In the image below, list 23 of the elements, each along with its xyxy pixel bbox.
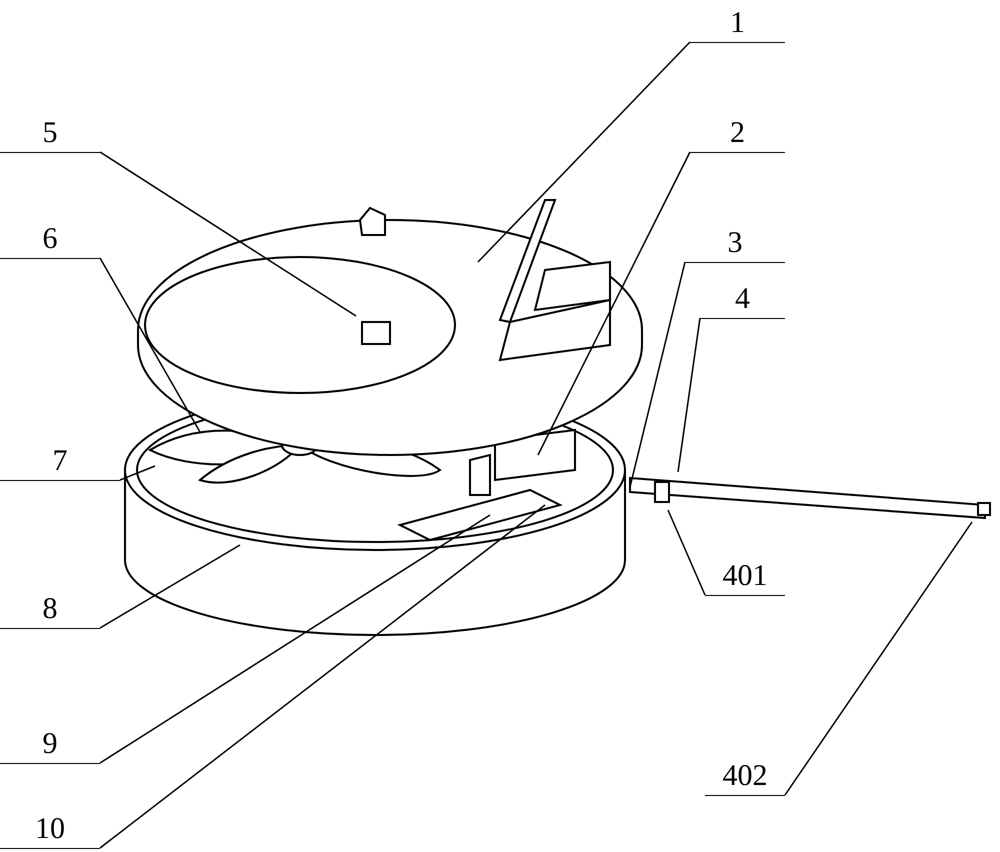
callout-number: 10 xyxy=(0,812,100,849)
leader-line xyxy=(100,544,240,629)
leader-line xyxy=(537,152,691,456)
leader-line xyxy=(100,504,546,849)
callout-number: 1 xyxy=(690,6,785,43)
leader-line xyxy=(477,41,691,263)
callout-number: 5 xyxy=(0,116,100,153)
leader-line xyxy=(100,514,490,764)
callout-number: 9 xyxy=(0,727,100,764)
callout-number: 2 xyxy=(690,116,785,153)
callout-number: 401 xyxy=(705,559,785,596)
leader-line xyxy=(784,522,973,796)
callout-number: 8 xyxy=(0,592,100,629)
leader-line xyxy=(677,318,701,472)
leader-line xyxy=(629,262,686,488)
callout-number: 6 xyxy=(0,222,100,259)
leader-line xyxy=(667,510,706,596)
callout-number: 402 xyxy=(705,759,785,796)
callout-number: 4 xyxy=(700,282,785,319)
callout-number: 7 xyxy=(0,444,120,481)
leader-line xyxy=(100,151,356,317)
callout-number: 3 xyxy=(685,226,785,263)
leader-line xyxy=(99,258,201,432)
